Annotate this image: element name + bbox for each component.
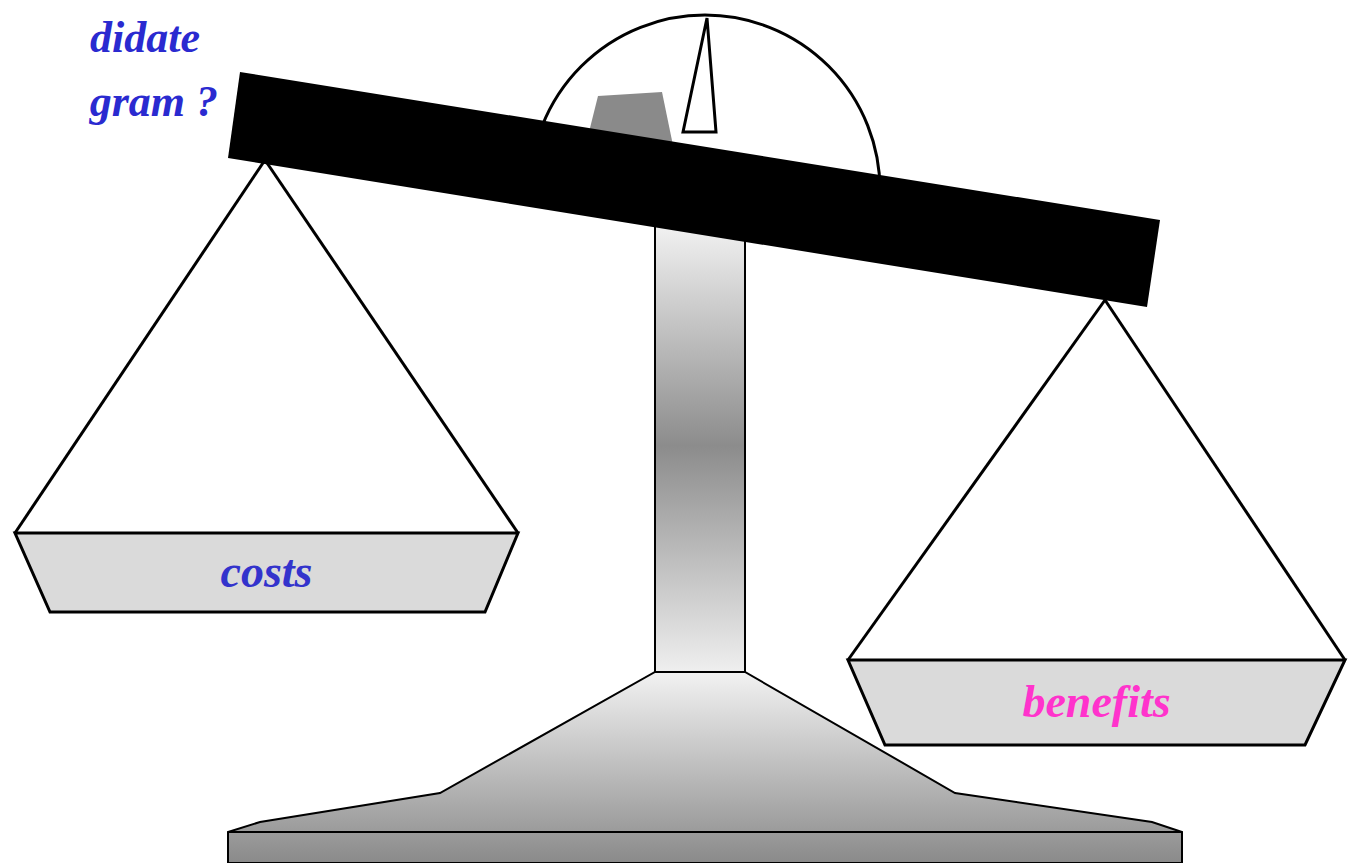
question-text: didate [90, 14, 200, 62]
pan-label: costs [221, 547, 313, 598]
pan-string [1105, 300, 1345, 660]
question-text: gram ? [90, 78, 218, 126]
pan-string [848, 300, 1105, 660]
needle [683, 18, 716, 132]
beam [228, 72, 1160, 307]
scale-pan: benefits [848, 660, 1345, 745]
pan-shape [15, 533, 518, 612]
scale-pan: costs [15, 533, 518, 612]
pedestal-edge [228, 831, 1182, 833]
pan-string [15, 160, 265, 533]
pan-string [265, 160, 518, 533]
pan-shape [848, 660, 1345, 745]
pan-label: benefits [1022, 677, 1170, 728]
column [655, 220, 745, 672]
pedestal [228, 672, 1182, 863]
